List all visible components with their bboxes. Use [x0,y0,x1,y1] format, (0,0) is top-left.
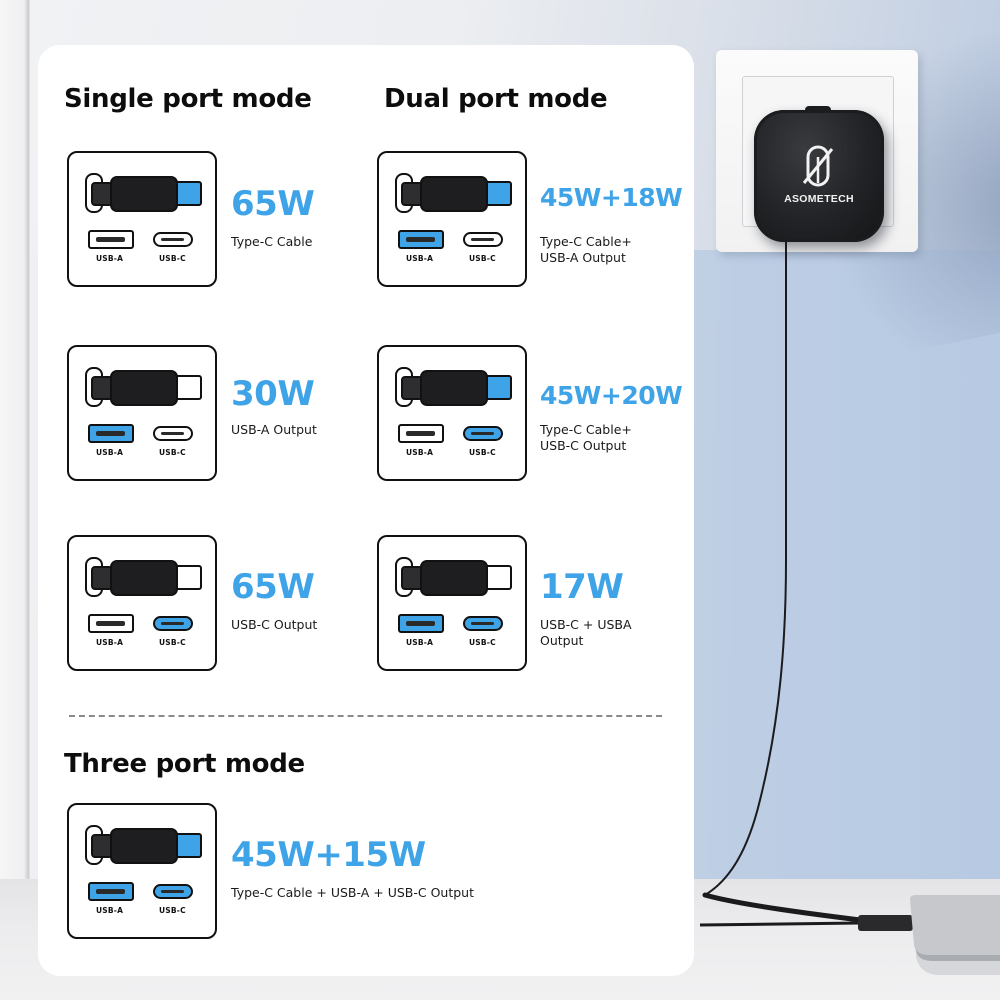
three-mode-wattage-1: 45W+15W [231,835,426,875]
type-c-cable-tip-icon [486,181,512,206]
three-mode-diagram-1: USB-A USB-C [67,803,217,939]
usb-a-label: USB-A [96,906,124,915]
single-mode-description-2: USB-A Output [231,422,317,438]
dual-mode-wattage-3: 17W [540,567,624,607]
usb-c-label: USB-C [159,448,186,457]
type-c-cable-tip-icon [176,565,202,590]
door-frame-edge [0,0,30,880]
description-line: USB-A Output [231,422,317,437]
three-port-mode-title: Three port mode [64,749,305,779]
usb-c-port-icon [153,232,193,247]
type-c-cable-tip-icon [176,375,202,400]
section-divider [69,715,662,717]
cable-body-icon [110,828,178,864]
type-c-cable-tip-icon [176,181,202,206]
cable-body-icon [110,176,178,212]
description-line: USB-C Output [231,617,318,632]
usb-a-port-icon [88,230,134,249]
description-line: Type-C Cable + USB-A + USB-C Output [231,885,474,900]
dual-mode-wattage-1: 45W+18W [540,183,683,212]
three-mode-description-1: Type-C Cable + USB-A + USB-C Output [231,885,474,901]
description-line: Output [540,633,584,648]
cable-body-icon [420,560,488,596]
description-line: USB-A Output [540,250,626,265]
usb-c-label: USB-C [469,638,496,647]
single-mode-wattage-1: 65W [231,184,315,224]
laptop [910,895,1000,975]
description-line: Type-C Cable+ [540,234,632,249]
dual-mode-description-1: Type-C Cable+USB-A Output [540,234,632,266]
dual-mode-diagram-1: USB-A USB-C [377,151,527,287]
usb-a-port-icon [88,882,134,901]
dual-mode-wattage-2: 45W+20W [540,381,683,410]
usb-a-port-icon [398,230,444,249]
brand-name: ASOMETECH [784,193,854,205]
usb-c-label: USB-C [469,254,496,263]
usb-a-label: USB-A [96,254,124,263]
usb-a-label: USB-A [406,254,434,263]
usb-c-port-icon [463,232,503,247]
dual-mode-diagram-2: USB-A USB-C [377,345,527,481]
usb-a-port-icon [88,424,134,443]
usb-c-label: USB-C [159,638,186,647]
single-mode-wattage-2: 30W [231,374,315,414]
usb-a-label: USB-A [406,638,434,647]
dual-port-mode-title: Dual port mode [384,84,608,114]
type-c-cable-tip-icon [486,375,512,400]
usb-a-port-icon [88,614,134,633]
single-mode-description-3: USB-C Output [231,617,317,633]
usb-c-port-icon [153,426,193,441]
description-line: USB-C + USBA [540,617,632,632]
usb-a-label: USB-A [96,448,124,457]
description-line: Type-C Cable [231,234,313,249]
usb-c-port-icon [463,616,503,631]
cable-body-icon [110,560,178,596]
dual-mode-diagram-3: USB-A USB-C [377,535,527,671]
description-line: USB-C Output [540,438,627,453]
cable-body-icon [420,370,488,406]
single-mode-diagram-1: USB-A USB-C [67,151,217,287]
description-line: Type-C Cable+ [540,422,632,437]
single-mode-description-1: Type-C Cable [231,234,312,250]
usb-c-label: USB-C [159,254,186,263]
usb-c-port-icon [153,616,193,631]
type-c-cable-tip-icon [486,565,512,590]
dual-mode-description-2: Type-C Cable+USB-C Output [540,422,632,454]
cable-body-icon [420,176,488,212]
usb-c-port-icon [463,426,503,441]
single-mode-diagram-2: USB-A USB-C [67,345,217,481]
type-c-cable-tip-icon [176,833,202,858]
usb-c-port-icon [153,884,193,899]
usb-a-label: USB-A [96,638,124,647]
usb-a-port-icon [398,424,444,443]
brand-logo-icon [802,145,834,187]
cable-body-icon [110,370,178,406]
usb-a-label: USB-A [406,448,434,457]
usb-a-port-icon [398,614,444,633]
single-mode-diagram-3: USB-A USB-C [67,535,217,671]
usb-c-label: USB-C [469,448,496,457]
single-port-mode-title: Single port mode [64,84,312,114]
usb-c-label: USB-C [159,906,186,915]
single-mode-wattage-3: 65W [231,567,315,607]
